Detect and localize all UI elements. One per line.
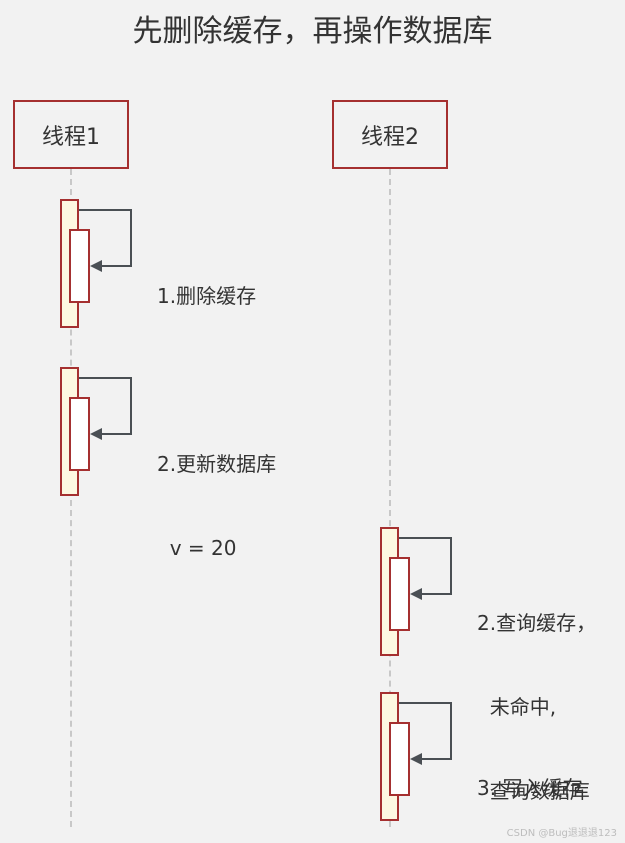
- message-label-1: 1.删除缓存: [157, 226, 256, 338]
- diagram-title: 先删除缓存，再操作数据库: [132, 14, 493, 49]
- activation-nested-4: [389, 722, 410, 796]
- message-1-line-1: 1.删除缓存: [157, 284, 257, 308]
- message-label-2: 2.更新数据库 v = 20: [157, 394, 276, 590]
- arrowhead-3: [410, 588, 422, 600]
- self-message-arrow-2: [79, 377, 132, 435]
- message-2-line-2: v = 20: [157, 536, 237, 560]
- message-3-line-3: 查询数据库: [477, 779, 590, 803]
- lifeline-thread1-box: 线程1: [13, 100, 129, 169]
- message-4-line-1: 3. 写入缓存: [477, 776, 583, 800]
- lifeline-thread2-dashed-line: [389, 169, 391, 827]
- activation-nested-3: [389, 557, 410, 631]
- arrowhead-2: [90, 428, 102, 440]
- watermark: CSDN @Bug退退退123: [506, 828, 617, 839]
- message-3-line-1: 2.查询缓存，: [477, 611, 597, 635]
- lifeline-thread1-label: 线程1: [42, 124, 100, 150]
- message-3-line-2: 未命中,: [477, 695, 557, 719]
- self-message-arrow-3: [399, 537, 452, 595]
- lifeline-thread1-dashed-line: [70, 169, 72, 827]
- arrowhead-4: [410, 753, 422, 765]
- message-label-4: 3. 写入缓存: [477, 718, 582, 830]
- activation-nested-2: [69, 397, 90, 471]
- message-label-3: 2.查询缓存， 未命中, 查询数据库: [477, 553, 596, 833]
- activation-nested-1: [69, 229, 90, 303]
- message-2-line-1: 2.更新数据库: [157, 452, 277, 476]
- self-message-arrow-1: [79, 209, 132, 267]
- self-message-arrow-4: [399, 702, 452, 760]
- lifeline-thread2-label: 线程2: [361, 124, 419, 150]
- arrowhead-1: [90, 260, 102, 272]
- lifeline-thread2-box: 线程2: [332, 100, 448, 169]
